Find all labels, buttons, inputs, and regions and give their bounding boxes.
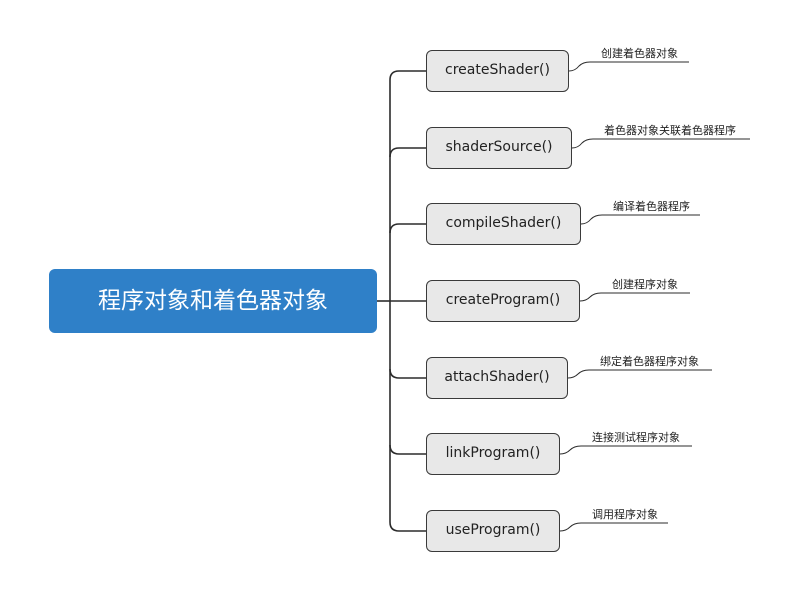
function-node-create-program[interactable]: createProgram() xyxy=(426,280,580,322)
note-create-shader: 创建着色器对象 xyxy=(601,47,678,60)
function-node-shader-source[interactable]: shaderSource() xyxy=(426,127,572,169)
note-shader-source: 着色器对象关联着色器程序 xyxy=(604,124,736,137)
branch-connector-6 xyxy=(389,444,426,455)
note-connector-3 xyxy=(580,214,700,225)
note-compile-shader: 编译着色器程序 xyxy=(613,200,690,213)
note-connector-1 xyxy=(568,61,689,72)
note-connector-7 xyxy=(559,522,668,532)
branch-connector-2 xyxy=(389,147,426,158)
function-node-attach-shader[interactable]: attachShader() xyxy=(426,357,568,399)
branch-connector-1 xyxy=(389,70,426,81)
branch-connector-7 xyxy=(389,521,426,532)
note-attach-shader: 绑定着色器程序对象 xyxy=(600,355,699,368)
note-connector-5 xyxy=(567,369,712,379)
function-node-create-shader[interactable]: createShader() xyxy=(426,50,569,92)
branch-connector-5 xyxy=(389,368,426,379)
branch-connector-3 xyxy=(389,223,426,234)
note-create-program: 创建程序对象 xyxy=(612,278,678,291)
note-link-program: 连接测试程序对象 xyxy=(592,431,680,444)
note-connector-4 xyxy=(579,292,690,302)
note-use-program: 调用程序对象 xyxy=(592,508,658,521)
central-topic[interactable]: 程序对象和着色器对象 xyxy=(49,269,377,333)
function-node-link-program[interactable]: linkProgram() xyxy=(426,433,560,475)
function-node-use-program[interactable]: useProgram() xyxy=(426,510,560,552)
function-node-compile-shader[interactable]: compileShader() xyxy=(426,203,581,245)
note-connector-2 xyxy=(571,138,750,149)
note-connector-6 xyxy=(559,445,692,455)
